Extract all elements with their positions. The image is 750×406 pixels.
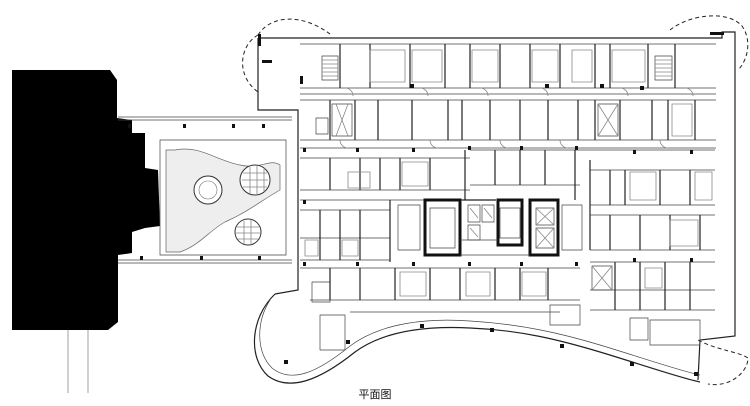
west-rooms — [300, 200, 391, 303]
second-room-row — [300, 99, 716, 149]
upper-patient-rooms — [258, 32, 724, 95]
middle-clinical-block — [300, 149, 715, 250]
structural-columns — [284, 146, 698, 376]
east-rooms — [590, 214, 715, 346]
connector-bridge — [118, 116, 292, 264]
existing-building — [12, 70, 160, 393]
plan-caption: 平面图 — [358, 388, 392, 401]
door-swings — [339, 87, 694, 149]
south-rooms — [300, 267, 581, 351]
elevator-core — [397, 198, 583, 257]
